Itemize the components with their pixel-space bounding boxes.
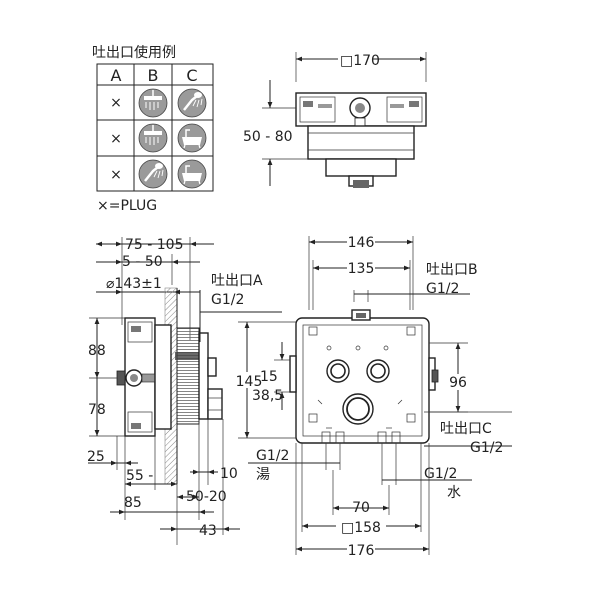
dim-38-5: 38,5	[252, 388, 283, 404]
dim-146: 146	[348, 235, 375, 251]
port-a-thread: G1/2	[211, 292, 244, 308]
hot-water-label: 湯	[256, 466, 270, 483]
outlet-usage-table: 吐出口使用例 A B C × × ×	[92, 44, 214, 214]
dim-55: 55 -	[126, 468, 153, 484]
overhead-shower-icon	[138, 123, 168, 153]
dim-135: 135	[348, 261, 375, 277]
column-header-b: B	[148, 66, 159, 85]
dim-10: 10	[220, 466, 238, 482]
bathtub-icon	[177, 123, 207, 153]
ribbed-sleeve	[176, 327, 200, 425]
port-c-thread: G1/2	[470, 440, 503, 456]
dim-diameter-143: ⌀143±1	[106, 276, 162, 292]
dim-145: 145	[236, 374, 263, 390]
column-header-c: C	[186, 66, 197, 85]
dim-width-170: □170	[340, 53, 380, 69]
hot-inlet-thread: G1/2	[256, 448, 289, 464]
dim-70: 70	[352, 500, 370, 516]
dim-85: 85	[124, 495, 142, 511]
dim-depth-50-80: 50 - 80	[243, 129, 293, 145]
dim-50-20: 50-20	[186, 489, 227, 505]
port-a-label: 吐出口A	[211, 273, 263, 289]
dim-88: 88	[88, 343, 106, 359]
front-view: 146 135 吐出口B G1/2	[226, 232, 512, 559]
top-view: □170 ▮ 50 - 80	[243, 48, 427, 188]
bathtub-icon	[177, 159, 207, 189]
port-b-thread: G1/2	[426, 281, 459, 297]
plug-legend: ×=PLUG	[97, 198, 157, 214]
column-header-a: A	[111, 66, 122, 85]
table-frame	[96, 63, 214, 192]
dim-176: 176	[348, 543, 375, 559]
plug-mark: ×	[110, 131, 122, 147]
dim-43: 43	[199, 523, 217, 539]
mixer-body	[307, 125, 415, 160]
plug-mark: ×	[110, 95, 122, 111]
mounting-box	[295, 317, 430, 444]
dim-158: □158	[341, 520, 381, 536]
table-title: 吐出口使用例	[92, 44, 176, 61]
cold-inlet-thread: G1/2	[424, 466, 457, 482]
cartridge	[207, 388, 223, 420]
hand-shower-icon	[177, 88, 207, 118]
side-view: 75 - 105 5 - 50 ⌀143±1 A	[87, 237, 282, 545]
port-b-label: 吐出口B	[426, 262, 478, 278]
dim-5-50: 5 - 50	[122, 254, 163, 270]
dim-78: 78	[88, 402, 106, 418]
dim-15: 15	[260, 369, 278, 385]
hand-shower-icon	[138, 159, 168, 189]
dim-25: 25	[87, 449, 105, 465]
plug-mark: ×	[110, 167, 122, 183]
overhead-shower-icon	[138, 88, 168, 118]
dim-96: 96	[449, 375, 467, 391]
dim-75-105: 75 - 105	[125, 237, 184, 253]
port-c-label: 吐出口C	[440, 421, 492, 437]
cold-water-label: 水	[447, 485, 461, 501]
